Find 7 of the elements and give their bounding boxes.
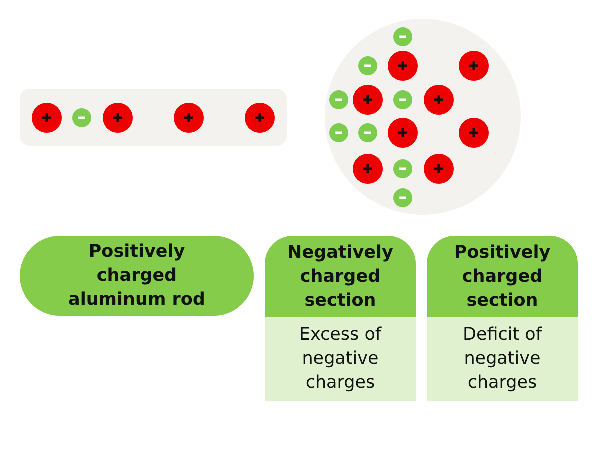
card-heading: Negatively charged section (286, 242, 394, 312)
card-text: Excess of negative charges (298, 324, 383, 395)
card-text: Deficit of negative charges (462, 324, 544, 395)
label-card (427, 236, 578, 401)
label-card (265, 236, 416, 401)
pill-label: Positively charged aluminum rod (68, 241, 206, 312)
card-heading: Positively charged section (453, 242, 552, 312)
